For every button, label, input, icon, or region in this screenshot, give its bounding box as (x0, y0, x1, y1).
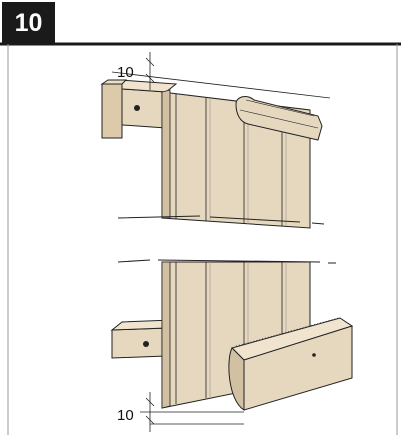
screw-icon (134, 105, 140, 111)
top-moulding (235, 96, 323, 141)
screw-icon (143, 341, 149, 347)
step-badge-background (2, 2, 55, 44)
step-number-badge: 10 (2, 2, 55, 44)
screw-icon (312, 353, 316, 357)
bottom-gap-label: 10 (117, 407, 134, 424)
bottom-skirting (228, 317, 354, 411)
top-gap-label: 10 (117, 64, 134, 81)
bottom-beam (110, 319, 174, 359)
step-number: 10 (14, 8, 43, 37)
bottom-dimension: 10 (117, 392, 244, 432)
top-dimension: 10 (111, 52, 331, 99)
